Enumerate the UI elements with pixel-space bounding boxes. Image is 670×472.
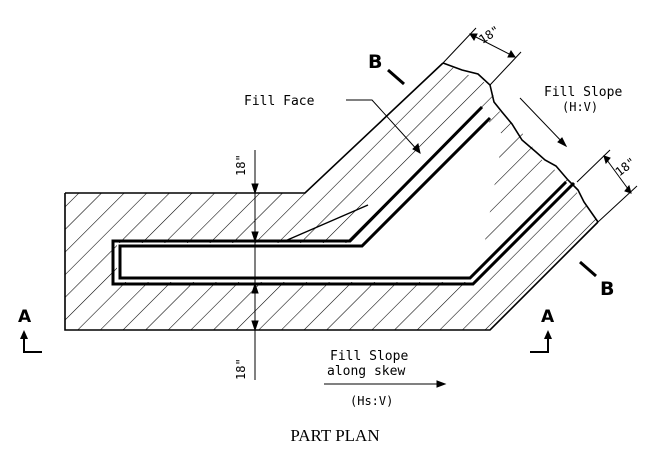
section-b-top-label: B — [368, 51, 382, 73]
fill-slope-arrow — [519, 97, 568, 148]
fill-face-leader — [346, 99, 421, 154]
fill-face-label: Fill Face — [244, 94, 315, 109]
fill-slope-skew-label-2: along skew — [327, 364, 405, 379]
dimension-top-label: 18" — [476, 23, 502, 47]
dimension-right — [576, 149, 638, 223]
section-a-left-marker — [20, 330, 42, 353]
section-b-bottom-tick — [579, 260, 597, 278]
fill-slope-hv-label: (H:V) — [562, 100, 598, 114]
section-a-left-label: A — [18, 307, 32, 327]
fill-face-outline — [111, 105, 576, 286]
dimension-left-lower-label: 18" — [234, 358, 248, 380]
fill-slope-line — [284, 204, 369, 242]
fill-slope-label: Fill Slope — [544, 85, 622, 100]
section-b-top-tick — [387, 68, 405, 86]
dimension-right-label: 18" — [613, 155, 639, 179]
section-b-bottom-label: B — [600, 278, 614, 300]
dimension-left — [251, 150, 259, 380]
dimension-top — [442, 27, 522, 86]
dimension-left-upper-label: 18" — [234, 154, 248, 176]
fill-slope-skew-ratio-label: (Hs:V) — [350, 394, 393, 408]
section-a-right-marker — [530, 330, 552, 353]
section-a-right-label: A — [541, 307, 555, 327]
drawing-caption: PART PLAN — [290, 426, 379, 445]
fill-slope-skew-label-1: Fill Slope — [330, 349, 408, 364]
fill-slope-skew-arrow — [324, 380, 447, 388]
outer-outline — [64, 62, 599, 331]
hatched-fill-region — [65, 63, 598, 330]
